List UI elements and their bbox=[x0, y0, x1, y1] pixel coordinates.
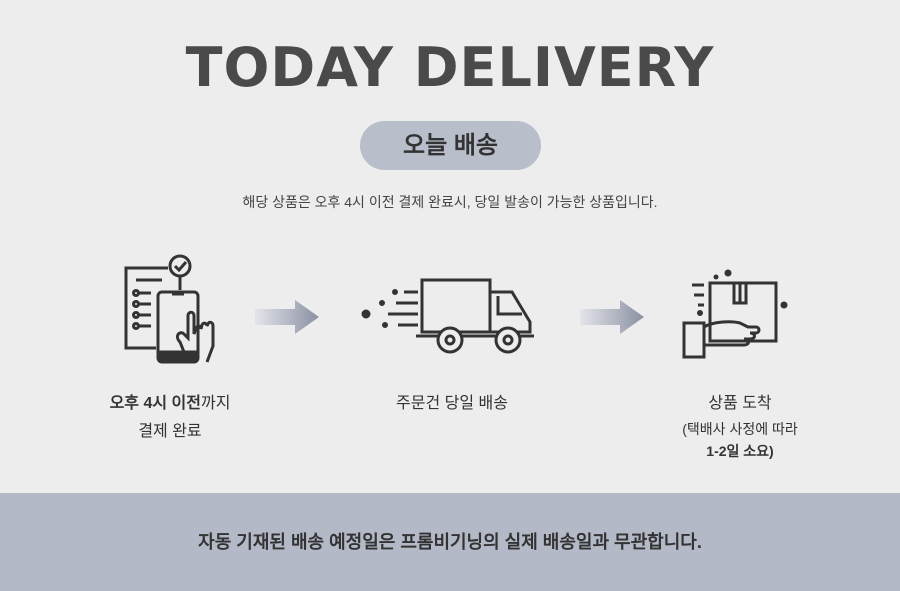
step-shipping-label: 주문건 당일 배송 bbox=[396, 395, 508, 412]
arrow-right-icon bbox=[255, 300, 319, 334]
phone-checklist-icon bbox=[124, 254, 215, 364]
page-title: TODAY DELIVERY bbox=[185, 36, 715, 99]
package-hand-icon bbox=[682, 269, 788, 359]
step-payment: 오후 4시 이전까지 결제 완료 bbox=[70, 390, 270, 446]
today-delivery-badge: 오늘 배송 bbox=[360, 121, 541, 170]
delivery-truck-icon bbox=[361, 278, 534, 354]
step-payment-label: 결제 완료 bbox=[138, 423, 202, 440]
step-arrival-label: 상품 도착 bbox=[708, 395, 772, 412]
step-arrival-suffix: 소요) bbox=[739, 443, 774, 459]
arrow-right-icon bbox=[580, 300, 644, 334]
description: 해당 상품은 오후 4시 이전 결제 완료시, 당일 발송이 가능한 상품입니다… bbox=[242, 194, 658, 210]
step-shipping: 주문건 당일 배송 bbox=[352, 390, 552, 418]
step-payment-deadline: 4시 이전 bbox=[143, 395, 201, 412]
step-payment-suffix: 까지 bbox=[200, 395, 231, 412]
step-arrival-note: (택배사 사정에 따라 bbox=[682, 421, 798, 437]
notice-banner: 자동 기재된 배송 예정일은 프롬비기닝의 실제 배송일과 무관합니다. bbox=[0, 493, 900, 591]
step-arrival-days: 1-2일 bbox=[706, 443, 740, 459]
step-arrival: 상품 도착 (택배사 사정에 따라 1-2일 소요) bbox=[640, 390, 840, 462]
step-payment-time: 오후 bbox=[109, 395, 144, 412]
